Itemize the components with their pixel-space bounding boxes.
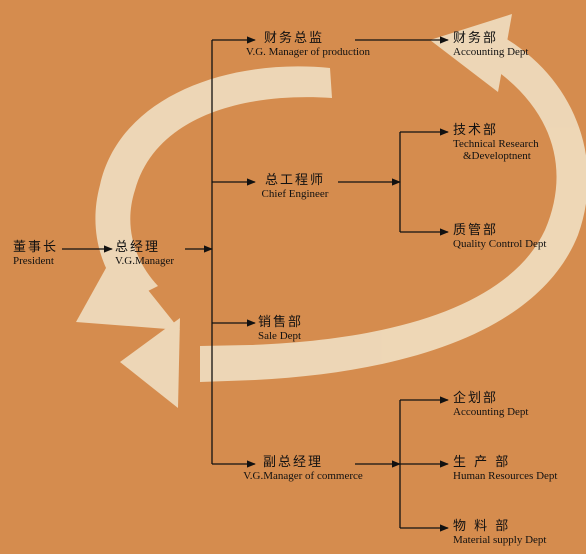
planning-dept-en: Accounting Dept (453, 406, 529, 418)
cycle-arrow-bottom-head (120, 318, 180, 408)
cycle-arrow-top-head (430, 14, 512, 92)
sales-dept-zh: 销售部 (258, 315, 304, 330)
production-dept-zh: 生 产 部 (453, 455, 511, 470)
technical-dept-en2: &Developtnent (463, 150, 531, 162)
general-manager-zh: 总经理 (115, 240, 161, 255)
president-zh: 董事长 (13, 240, 59, 255)
president-en: President (13, 255, 54, 267)
cycle-arrow-left-band (95, 66, 333, 300)
node-technical-dept: 技术部 Technical Research &Developtnent (453, 124, 539, 162)
quality-dept-en: Quality Control Dept (453, 238, 547, 250)
deputy-manager-en: V.G.Manager of commerce (243, 470, 363, 482)
cycle-arrows (76, 14, 586, 408)
finance-director-en: V.G. Manager of production (245, 46, 371, 58)
technical-dept-zh: 技术部 (453, 123, 499, 138)
finance-director-zh: 财务总监 (263, 31, 324, 46)
cycle-arrow-right-band (200, 38, 586, 382)
node-accounting-dept: 财务部 Accounting Dept (453, 32, 528, 58)
sales-dept-en: Sale Dept (258, 330, 302, 342)
node-chief-engineer: 总工程师 Chief Engineer (250, 174, 340, 200)
accounting-dept-zh: 财务部 (453, 31, 499, 46)
accounting-dept-en: Accounting Dept (453, 46, 529, 58)
node-planning-dept: 企划部 Accounting Dept (453, 392, 528, 418)
chief-engineer-zh: 总工程师 (264, 173, 325, 188)
materials-dept-en: Material supply Dept (453, 534, 547, 546)
node-production-dept: 生 产 部 Human Resources Dept (453, 456, 557, 482)
quality-dept-zh: 质管部 (453, 223, 499, 238)
cycle-arrow-left-head (76, 250, 180, 330)
node-sales-dept: 销售部 Sale Dept (258, 316, 303, 342)
node-deputy-manager: 副总经理 V.G.Manager of commerce (240, 456, 366, 482)
materials-dept-zh: 物 料 部 (453, 519, 511, 534)
general-manager-en: V.G.Manager (115, 255, 175, 267)
production-dept-en: Human Resources Dept (453, 470, 558, 482)
chief-engineer-en: Chief Engineer (261, 188, 329, 200)
connectors (62, 36, 449, 532)
node-finance-director: 财务总监 V.G. Manager of production (245, 32, 371, 58)
node-general-manager: 总经理 V.G.Manager (115, 241, 174, 267)
planning-dept-zh: 企划部 (453, 391, 499, 406)
node-quality-dept: 质管部 Quality Control Dept (453, 224, 547, 250)
node-materials-dept: 物 料 部 Material supply Dept (453, 520, 546, 546)
node-president: 董事长 President (13, 241, 58, 267)
technical-dept-en: Technical Research (453, 138, 539, 150)
deputy-manager-zh: 副总经理 (262, 455, 323, 470)
